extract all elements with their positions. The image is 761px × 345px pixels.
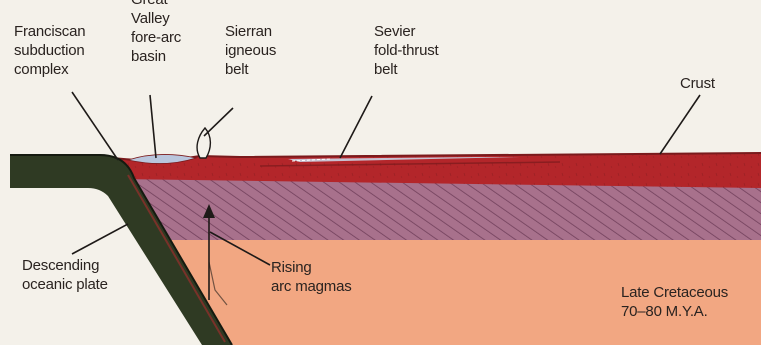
- leader-sierran: [204, 108, 233, 136]
- label-great-valley: Great Valley fore-arc basin: [131, 0, 181, 66]
- leader-franciscan: [72, 92, 118, 160]
- label-rising-magmas: Rising arc magmas: [271, 258, 352, 296]
- label-descending-plate: Descending oceanic plate: [22, 256, 108, 294]
- leader-great-valley: [150, 95, 156, 158]
- label-sevier: Sevier fold-thrust belt: [374, 22, 439, 79]
- leader-descending: [72, 224, 128, 254]
- label-crust: Crust: [680, 74, 715, 93]
- label-sierran: Sierran igneous belt: [225, 22, 276, 79]
- label-franciscan: Franciscan subduction complex: [14, 22, 85, 79]
- leader-sevier: [340, 96, 372, 158]
- label-age: Late Cretaceous 70–80 M.Y.A.: [621, 283, 728, 321]
- leader-crust: [660, 95, 700, 154]
